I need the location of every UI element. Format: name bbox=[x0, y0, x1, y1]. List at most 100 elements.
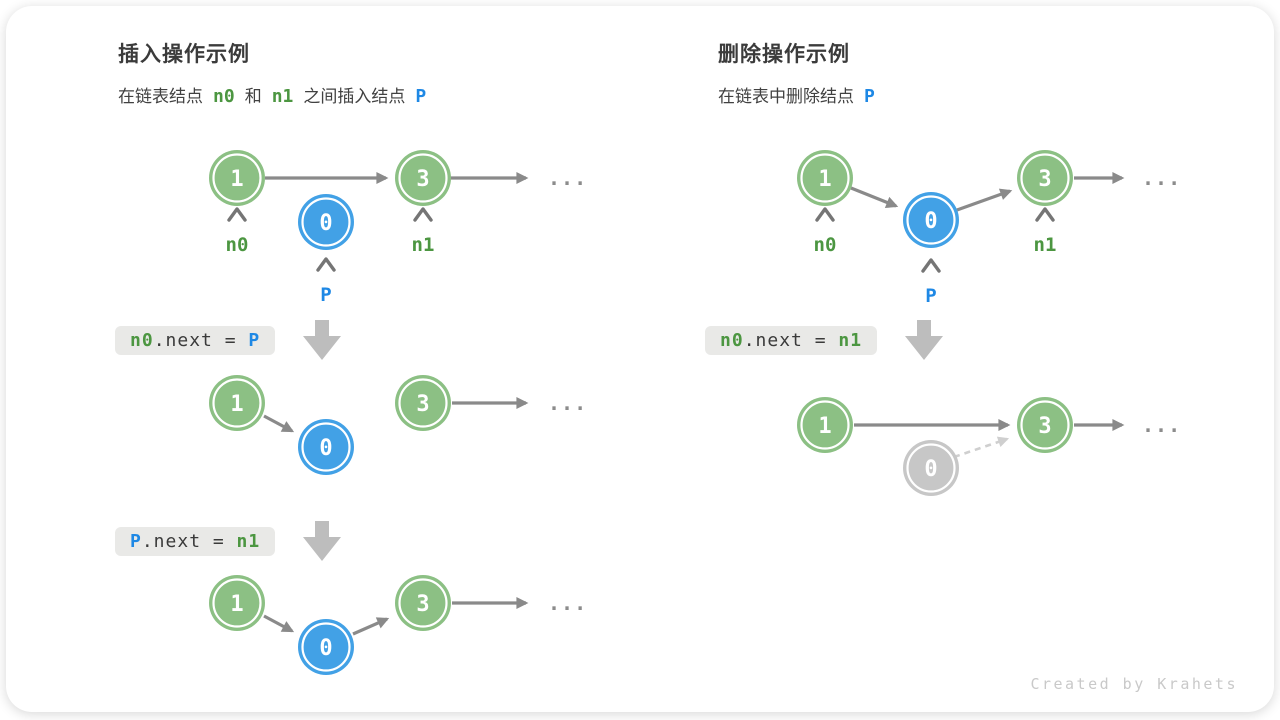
delete-subtitle: 在链表中删除结点 P bbox=[718, 82, 875, 107]
node-1: 1 bbox=[209, 375, 265, 431]
node-ring bbox=[1020, 400, 1070, 450]
node-ring bbox=[906, 443, 956, 493]
node-value: 0 bbox=[924, 209, 937, 234]
node-value: 3 bbox=[416, 167, 429, 192]
footer-credit: Created by Krahets bbox=[1030, 675, 1238, 693]
insert-title: 插入操作示例 bbox=[118, 43, 250, 66]
node-circle bbox=[395, 575, 451, 631]
insert-subtitle-n0: n0 bbox=[213, 86, 235, 107]
insert-subtitle-text2: 和 bbox=[244, 87, 262, 106]
node-3: 3 bbox=[395, 375, 451, 431]
node-circle bbox=[298, 619, 354, 675]
next-pointer-arrow bbox=[956, 188, 1013, 212]
step-down-arrow-icon bbox=[905, 320, 944, 360]
insert-subtitle-n1: n1 bbox=[271, 86, 294, 107]
node-ring bbox=[800, 400, 850, 450]
code-box: n0.next = n1 bbox=[705, 325, 878, 355]
code-mid: .next = bbox=[141, 530, 237, 552]
node-1: 1 bbox=[797, 397, 853, 453]
node-value: 1 bbox=[230, 592, 243, 617]
node-circle bbox=[395, 375, 451, 431]
node-1: 1 bbox=[209, 150, 265, 206]
insert-subtitle-p: P bbox=[415, 86, 427, 107]
next-pointer-arrow bbox=[352, 617, 390, 636]
delete-subtitle-text1: 在链表中删除结点 bbox=[718, 87, 854, 106]
node-circle bbox=[395, 150, 451, 206]
caret-up-icon bbox=[316, 257, 336, 272]
next-pointer-arrow bbox=[263, 414, 295, 433]
node-3: 3 bbox=[1017, 150, 1073, 206]
node-circle bbox=[797, 397, 853, 453]
node-3: 3 bbox=[395, 575, 451, 631]
node-value: 0 bbox=[924, 457, 937, 482]
label-n0: n0 bbox=[226, 234, 249, 256]
code-rhs: n1 bbox=[838, 329, 863, 351]
code-rhs: P bbox=[248, 329, 261, 351]
caret-up-icon bbox=[815, 207, 835, 222]
node-circle bbox=[298, 194, 354, 250]
next-pointer-arrow bbox=[263, 614, 295, 633]
caret-up-icon bbox=[1035, 207, 1055, 222]
node-p: 0 bbox=[298, 619, 354, 675]
code-lhs: P bbox=[130, 530, 142, 552]
label-p: P bbox=[925, 285, 936, 307]
node-ring bbox=[301, 622, 351, 672]
label-p: P bbox=[320, 284, 331, 306]
insert-diagram-step1: ... 1 0 3 bbox=[209, 375, 587, 475]
node-circle bbox=[903, 192, 959, 248]
node-value: 1 bbox=[230, 167, 243, 192]
ellipsis: ... bbox=[548, 591, 587, 615]
caret-up-icon bbox=[413, 207, 433, 222]
node-value: 0 bbox=[319, 436, 332, 461]
caret-up-icon bbox=[227, 207, 247, 222]
insert-code-step2: P.next = n1 bbox=[115, 521, 342, 561]
label-n1: n1 bbox=[1034, 234, 1057, 256]
code-lhs: n0 bbox=[130, 329, 154, 351]
ellipsis: ... bbox=[548, 166, 587, 190]
code-box: n0.next = P bbox=[115, 325, 276, 355]
node-ring bbox=[906, 195, 956, 245]
label-n1: n1 bbox=[412, 234, 435, 256]
delete-code-step1: n0.next = n1 bbox=[705, 320, 944, 360]
node-ring bbox=[301, 197, 351, 247]
removed-pointer-dashed-arrow bbox=[953, 436, 1010, 459]
node-value: 0 bbox=[319, 636, 332, 661]
insert-diagram-final: ... 1 0 3 bbox=[209, 575, 587, 675]
node-3: 3 bbox=[1017, 397, 1073, 453]
node-circle bbox=[1017, 397, 1073, 453]
code-mid: .next = bbox=[743, 329, 839, 351]
delete-diagram-final: ... 1 0 3 bbox=[797, 397, 1180, 496]
code-rhs: n1 bbox=[236, 530, 261, 552]
node-circle bbox=[1017, 150, 1073, 206]
node-1: 1 bbox=[209, 575, 265, 631]
node-ring bbox=[212, 578, 262, 628]
node-ring bbox=[1020, 153, 1070, 203]
node-ring bbox=[301, 422, 351, 472]
node-value: 1 bbox=[818, 414, 831, 439]
node-value: 1 bbox=[230, 392, 243, 417]
node-circle bbox=[797, 150, 853, 206]
node-removed: 0 bbox=[903, 440, 959, 496]
next-pointer-arrow bbox=[850, 186, 899, 209]
step-down-arrow-icon bbox=[303, 521, 342, 561]
code-mid: .next = bbox=[153, 329, 249, 351]
node-circle bbox=[209, 150, 265, 206]
node-value: 1 bbox=[818, 167, 831, 192]
caret-up-icon bbox=[921, 258, 941, 273]
delete-subtitle-p: P bbox=[864, 86, 875, 107]
node-value: 3 bbox=[1038, 167, 1051, 192]
node-1: 1 bbox=[797, 150, 853, 206]
code-lhs: n0 bbox=[720, 329, 744, 351]
node-p: 0 bbox=[903, 192, 959, 248]
ellipsis: ... bbox=[548, 391, 587, 415]
node-3: 3 bbox=[395, 150, 451, 206]
node-circle bbox=[209, 375, 265, 431]
node-p: 0 bbox=[298, 419, 354, 475]
node-ring bbox=[398, 378, 448, 428]
delete-title: 删除操作示例 bbox=[718, 43, 850, 66]
node-value: 3 bbox=[1038, 414, 1051, 439]
node-p: 0 bbox=[298, 194, 354, 250]
insert-code-step1: n0.next = P bbox=[115, 320, 342, 360]
node-value: 3 bbox=[416, 592, 429, 617]
